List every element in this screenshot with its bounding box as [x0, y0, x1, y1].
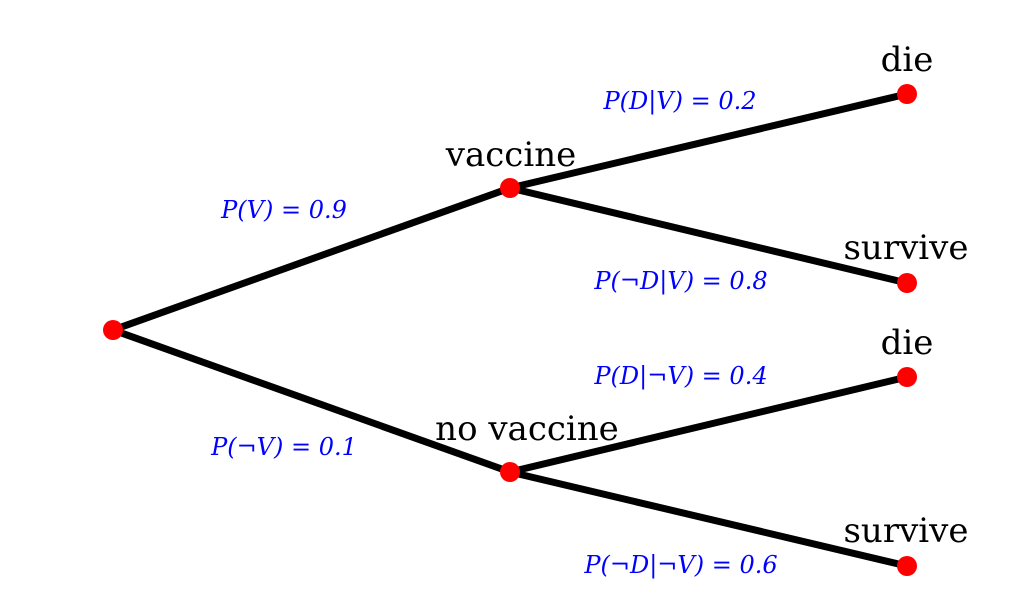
node-vaccine-die [897, 84, 917, 104]
node-no-vaccine [500, 462, 520, 482]
prob-no-vaccine-die: P(D|¬V) = 0.4 [593, 362, 767, 391]
edge-vaccine-survive [509, 184, 908, 287]
edge-no-vaccine-survive [509, 468, 908, 570]
edge-no-vaccine-die [509, 373, 908, 476]
label-vaccine: vaccine [445, 135, 576, 175]
node-vaccine [500, 178, 520, 198]
prob-no-vaccine-survive: P(¬D|¬V) = 0.6 [583, 551, 777, 580]
label-vaccine-die: die [881, 40, 934, 80]
edge-root-vaccine [111, 184, 512, 334]
label-vaccine-survive: survive [843, 228, 968, 268]
node-root [103, 320, 123, 340]
prob-vaccine-survive: P(¬D|V) = 0.8 [593, 267, 767, 296]
node-no-vaccine-survive [897, 556, 917, 576]
node-no-vaccine-die [897, 367, 917, 387]
prob-vaccine-die: P(D|V) = 0.2 [602, 87, 756, 116]
edge-root-no-vaccine [111, 326, 512, 476]
prob-root-vaccine: P(V) = 0.9 [220, 196, 347, 224]
node-vaccine-survive [897, 273, 917, 293]
label-no-vaccine: no vaccine [435, 409, 619, 449]
prob-root-no-vaccine: P(¬V) = 0.1 [210, 433, 357, 461]
label-no-vaccine-die: die [881, 323, 934, 363]
label-no-vaccine-survive: survive [843, 511, 968, 551]
edge-vaccine-die [509, 90, 908, 192]
